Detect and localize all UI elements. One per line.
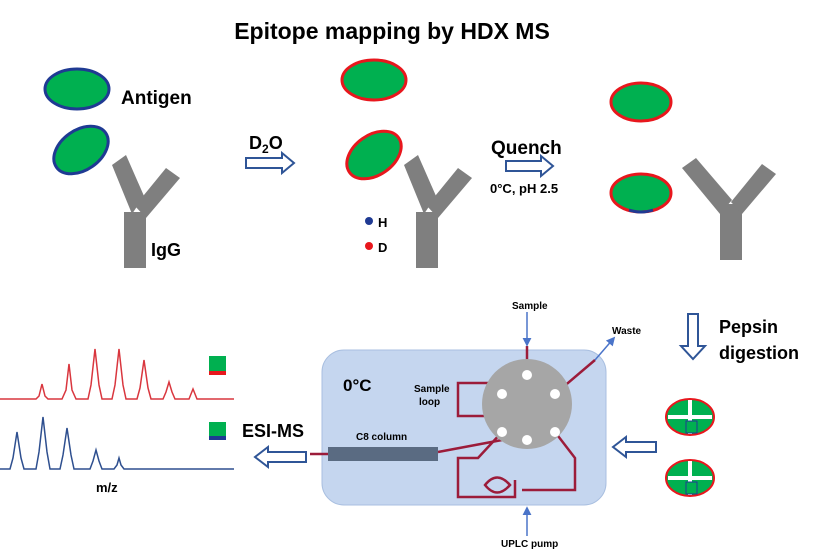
digested-peptides [665, 398, 715, 497]
hydrogen-dot-icon [365, 217, 373, 225]
antigen-label: Antigen [121, 88, 192, 109]
igg-antibody-icon [112, 155, 180, 268]
esi-arrow-icon [253, 444, 307, 470]
deuterated-bound-antigen-icon [345, 129, 403, 181]
d2o-arrow-icon [245, 150, 296, 176]
c8-column-label: C8 column [356, 432, 407, 443]
injection-valve [482, 359, 572, 449]
pepsin-arrow-icon [678, 313, 708, 361]
spectrum-peptide-marker-2 [209, 422, 226, 440]
deuterium-dot-icon [365, 242, 373, 250]
stage-deuterated: H D [340, 58, 472, 268]
deuterium-label: D [378, 240, 387, 255]
lc-system: 0°C Sample loop C8 column S [310, 301, 642, 550]
sample-label: Sample [512, 301, 548, 312]
pepsin-label-1: Pepsin [719, 317, 778, 337]
deuterated-antigen-icon [340, 58, 408, 102]
quenched-antigen-icon [609, 81, 673, 123]
igg-label: IgG [151, 240, 181, 260]
spectrum-peptide-marker-1 [209, 356, 226, 375]
mass-spectra: m/z [0, 348, 234, 495]
valve-ports [497, 370, 560, 445]
quenched-released-antigen-icon [609, 172, 673, 214]
mz-axis-label: m/z [96, 480, 118, 495]
protected-epitope-mark [628, 208, 654, 214]
quench-arrow-icon [505, 153, 555, 179]
igg-antibody-2-icon [404, 155, 472, 268]
waste-label: Waste [612, 326, 642, 337]
esi-step: ESI-MS [242, 421, 307, 470]
esi-label: ESI-MS [242, 421, 304, 441]
pepsin-label-2: digestion [719, 343, 799, 363]
d2o-label: D2O [249, 133, 283, 156]
sample-loop-label-1: Sample [414, 384, 450, 395]
stage-antigen-binding: Antigen IgG [43, 67, 192, 268]
waste-out-arrow [594, 336, 616, 361]
quench-label: Quench [491, 138, 562, 159]
sample-loop-label-2: loop [419, 397, 440, 408]
uplc-label: UPLC pump [501, 539, 558, 550]
tubing [310, 346, 596, 499]
inject-arrow-icon [611, 434, 657, 460]
peptide-group-1 [665, 398, 715, 436]
quench-step: Quench 0°C, pH 2.5 [490, 138, 562, 196]
stage-quenched [609, 81, 776, 260]
d2o-step: D2O [245, 133, 296, 176]
hydrogen-label: H [378, 215, 387, 230]
igg-antibody-3-icon [682, 158, 776, 260]
peptide-group-2 [665, 459, 715, 497]
free-antigen-icon [43, 67, 111, 111]
pepsin-step: Pepsin digestion [678, 313, 799, 363]
deuterated-spectrum-line [0, 348, 234, 400]
temperature-label: 0°C [343, 376, 372, 395]
c8-column [328, 447, 438, 461]
undeuterated-spectrum-line [0, 416, 234, 470]
quench-conditions: 0°C, pH 2.5 [490, 181, 558, 196]
page-title: Epitope mapping by HDX MS [234, 18, 550, 44]
bound-antigen-icon [52, 124, 110, 176]
